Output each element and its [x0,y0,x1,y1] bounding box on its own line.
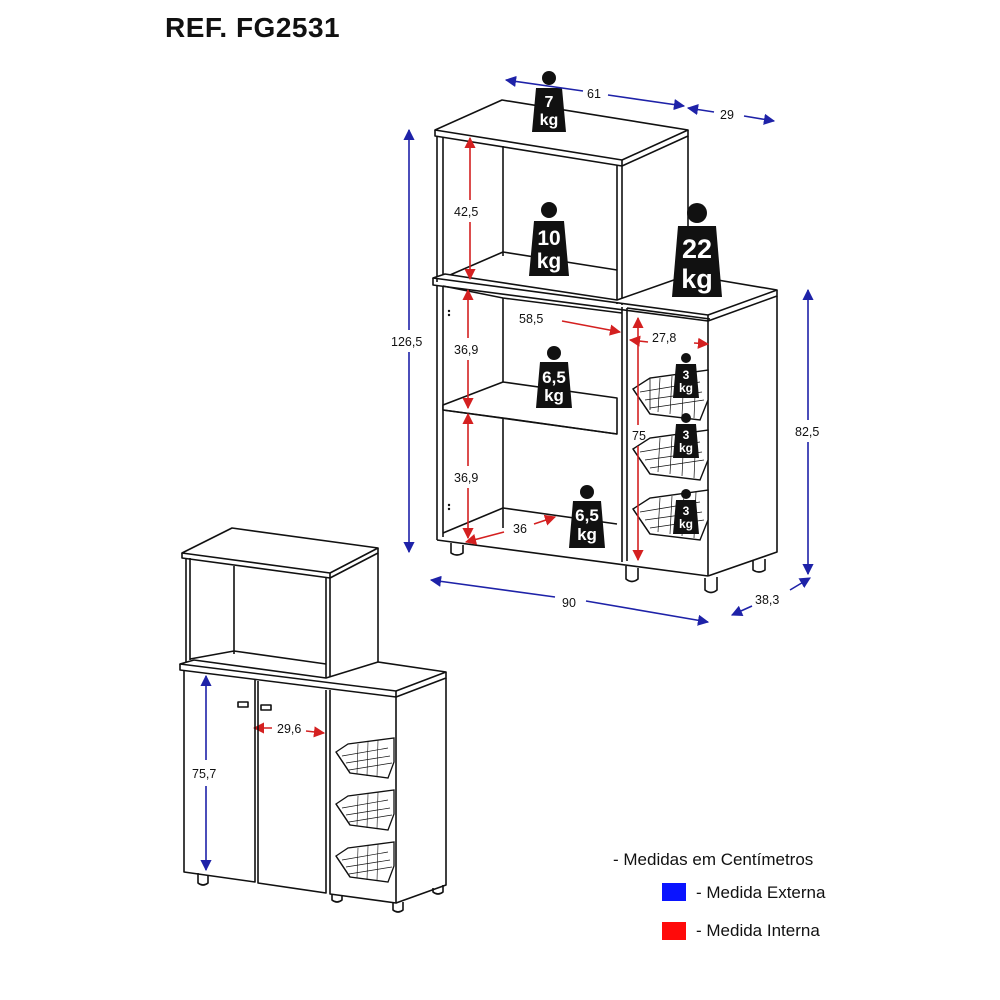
svg-text:kg: kg [679,441,693,455]
svg-text:kg: kg [544,386,564,405]
legend-units: - Medidas em Centímetros [613,850,814,869]
svg-text:kg: kg [679,381,693,395]
small-foot-4 [432,885,444,895]
dim-line-total-width-2 [585,600,710,626]
foot-2 [625,566,639,583]
small-foot-3 [392,902,404,913]
open-cabinet-drawing [432,99,778,594]
label-shelf-height-1: 36,9 [454,343,478,357]
label-middle-width: 58,5 [519,312,543,326]
dim-line-top-width [504,75,584,92]
dim-line-top-depth [686,103,715,116]
small-hutch-top [181,527,379,574]
door-handle-left [237,701,249,708]
internal-dimension-lines [252,136,710,738]
door-handle-right [260,704,272,711]
dim-line-bottom-depth [464,531,505,545]
legend-external-swatch [662,883,686,901]
small-wire-baskets [335,737,395,883]
label-niche-height: 42,5 [454,205,478,219]
dim-line-door-width-2 [305,726,326,738]
dimension-labels: 61 29 126,5 42,5 58,5 36,9 36,9 36 27,8 … [192,87,819,781]
dim-line-total-depth [730,605,753,616]
dim-line-total-depth-2 [789,577,811,591]
dim-line-basket-width [628,335,649,347]
svg-text:kg: kg [540,112,559,129]
label-total-depth: 38,3 [755,593,779,607]
svg-text:3: 3 [683,428,690,442]
cabinet-right-side [707,296,778,577]
label-basket-width: 27,8 [652,331,676,345]
dim-line-bottom-depth-2 [533,514,557,526]
dim-line-top-depth-2 [743,113,776,125]
weight-tag-niche: 10 kg [529,202,569,276]
foot-1 [450,543,464,556]
small-foot-2 [331,895,343,903]
hutch-floor [442,251,618,279]
cabinet-base-front [436,539,709,577]
svg-text:22: 22 [682,234,712,264]
label-shelf-height-2: 36,9 [454,471,478,485]
label-bottom-depth: 36 [513,522,527,536]
svg-text:10: 10 [537,227,560,250]
svg-text:6,5: 6,5 [575,506,599,525]
label-side-height: 82,5 [795,425,819,439]
dim-line-middle-width [561,320,622,336]
weight-tag-top: 7 kg [532,71,566,132]
label-basket-height: 75 [632,429,646,443]
middle-shelf-top [442,381,618,435]
dim-line-total-width [429,575,556,598]
svg-text:3: 3 [683,368,690,382]
product-reference-title: REF. FG2531 [165,12,341,43]
label-total-height: 126,5 [391,335,422,349]
small-cabinet-side [395,678,447,904]
svg-text:kg: kg [577,525,597,544]
svg-text:kg: kg [681,264,713,294]
external-dimension-lines [200,75,814,872]
door-left [183,670,256,883]
dim-line-top-width-2 [607,94,686,111]
door-right [257,681,327,894]
weight-tag-basket-2: 3 kg [673,413,699,458]
label-total-width: 90 [562,596,576,610]
weight-tag-shelf-bottom: 6,5 kg [569,485,605,548]
legend-external-label: - Medida Externa [696,883,826,902]
hutch-front-edge [434,130,623,167]
small-foot-1 [197,873,209,886]
svg-text:kg: kg [537,250,562,273]
small-hutch-front [181,553,331,579]
legend-internal-swatch [662,922,686,940]
weight-tag-basket-3: 3 kg [673,489,699,534]
weight-tag-basket-1: 3 kg [673,353,699,398]
basket-column-back [626,307,711,320]
svg-text:kg: kg [679,517,693,531]
hinge-marks [447,309,451,511]
legend-internal-label: - Medida Interna [696,921,820,940]
small-counter-front [179,664,397,698]
weight-tag-shelf-middle: 6,5 kg [536,346,572,408]
label-top-width: 61 [587,87,601,101]
weight-tag-side-top: 22 kg [672,203,722,297]
dim-line-basket-width-2 [693,337,710,349]
label-door-height: 75,7 [192,767,216,781]
svg-text:3: 3 [683,504,690,518]
foot-4 [752,559,766,573]
label-door-width: 29,6 [277,722,301,736]
closed-cabinet-drawing [179,527,447,913]
svg-text:7: 7 [545,94,554,111]
svg-text:6,5: 6,5 [542,368,566,387]
label-top-depth: 29 [720,108,734,122]
foot-3 [704,577,718,594]
